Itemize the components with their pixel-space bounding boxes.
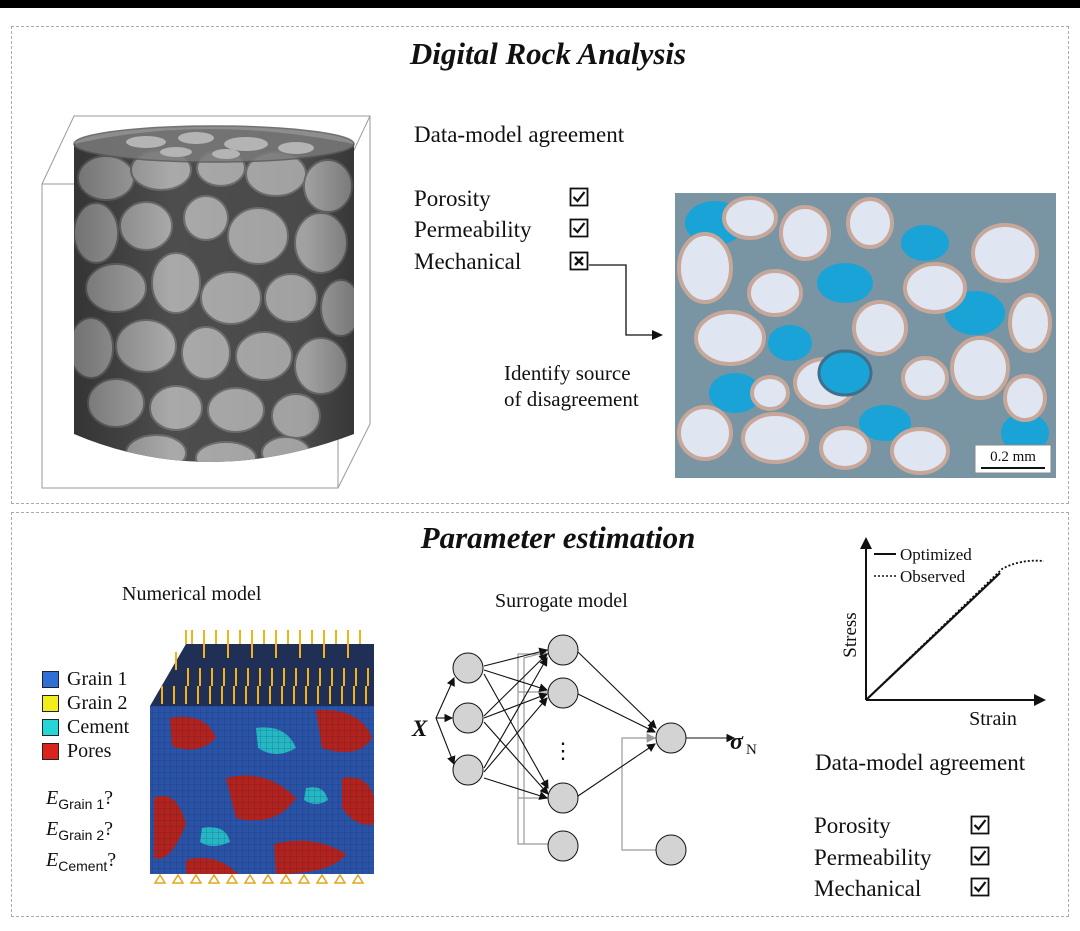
bottom-criterion-permeability: Permeability xyxy=(814,845,932,870)
hidden-node-3 xyxy=(547,782,579,814)
stress-axis-label: Stress xyxy=(840,612,861,657)
strain-axis-label: Strain xyxy=(969,708,1017,730)
legend-optimized-label: Optimized xyxy=(900,545,972,564)
numerical-model-heading: Numerical model xyxy=(122,583,262,605)
bottom-porosity-check-icon xyxy=(970,815,990,835)
thin-section-micrograph-image: 0.2 mm xyxy=(675,193,1056,478)
numerical-model-cube xyxy=(150,630,374,884)
param-e-grain2: EGrain 2? xyxy=(46,818,114,843)
input-node-3 xyxy=(452,754,484,786)
permeability-check-icon xyxy=(569,218,589,238)
scale-bar-label: 0.2 mm xyxy=(990,449,1036,465)
identify-source-line2: of disagreement xyxy=(504,387,639,411)
bottom-criterion-porosity: Porosity xyxy=(814,813,891,838)
legend-cement-label: Cement xyxy=(67,716,130,738)
legend-observed-label: Observed xyxy=(900,567,966,586)
input-node-1 xyxy=(452,652,484,684)
param-e-cement: ECement? xyxy=(46,849,117,874)
legend-pores-label: Pores xyxy=(67,740,112,762)
input-node-2 xyxy=(452,702,484,734)
ct-rock-cylinder-image xyxy=(41,115,371,489)
parameter-estimation-panel xyxy=(11,512,1069,917)
top-criterion-permeability: Permeability xyxy=(414,217,532,242)
bottom-mechanical-check-icon xyxy=(970,877,990,897)
bottom-agreement-heading: Data-model agreement xyxy=(815,750,1026,775)
legend-swatch-pores xyxy=(42,743,59,760)
bottom-criterion-mechanical: Mechanical xyxy=(814,876,922,901)
legend-swatch-grain1 xyxy=(42,671,59,688)
top-criterion-mechanical: Mechanical xyxy=(414,249,522,274)
output-sigma-label: σ xyxy=(730,729,744,755)
legend-swatch-grain2 xyxy=(42,695,59,712)
digital-rock-title: Digital Rock Analysis xyxy=(409,36,687,71)
parameter-estimation-title: Parameter estimation xyxy=(420,520,696,555)
top-black-bar xyxy=(0,0,1080,8)
mechanical-cross-icon xyxy=(569,251,589,271)
top-criterion-porosity: Porosity xyxy=(414,186,491,211)
param-e-grain1: EGrain 1? xyxy=(46,787,114,812)
digital-rock-panel xyxy=(11,26,1069,504)
identify-source-line1: Identify source xyxy=(504,361,631,385)
legend-swatch-cement xyxy=(42,719,59,736)
output-bias-node xyxy=(655,834,687,866)
legend-grain2-label: Grain 2 xyxy=(67,692,128,714)
bottom-permeability-check-icon xyxy=(970,846,990,866)
hidden-ellipsis: ⋮ xyxy=(552,738,574,763)
observed-curve xyxy=(865,559,1045,701)
output-node xyxy=(655,722,687,754)
legend-grain1-label: Grain 1 xyxy=(67,668,128,690)
stress-strain-plot: Optimized Observed Stress Strain xyxy=(840,537,1046,730)
input-x-label: X xyxy=(411,716,428,741)
hidden-node-1 xyxy=(547,634,579,666)
porosity-check-icon xyxy=(569,187,589,207)
disagreement-arrow-icon xyxy=(589,264,663,340)
surrogate-neural-network: ⋮ X σ N xyxy=(411,634,757,866)
hidden-node-2 xyxy=(547,677,579,709)
surrogate-model-heading: Surrogate model xyxy=(495,590,628,612)
top-agreement-heading: Data-model agreement xyxy=(414,122,625,147)
hidden-bias-node xyxy=(547,830,579,862)
output-sigma-sub: N xyxy=(746,742,757,758)
